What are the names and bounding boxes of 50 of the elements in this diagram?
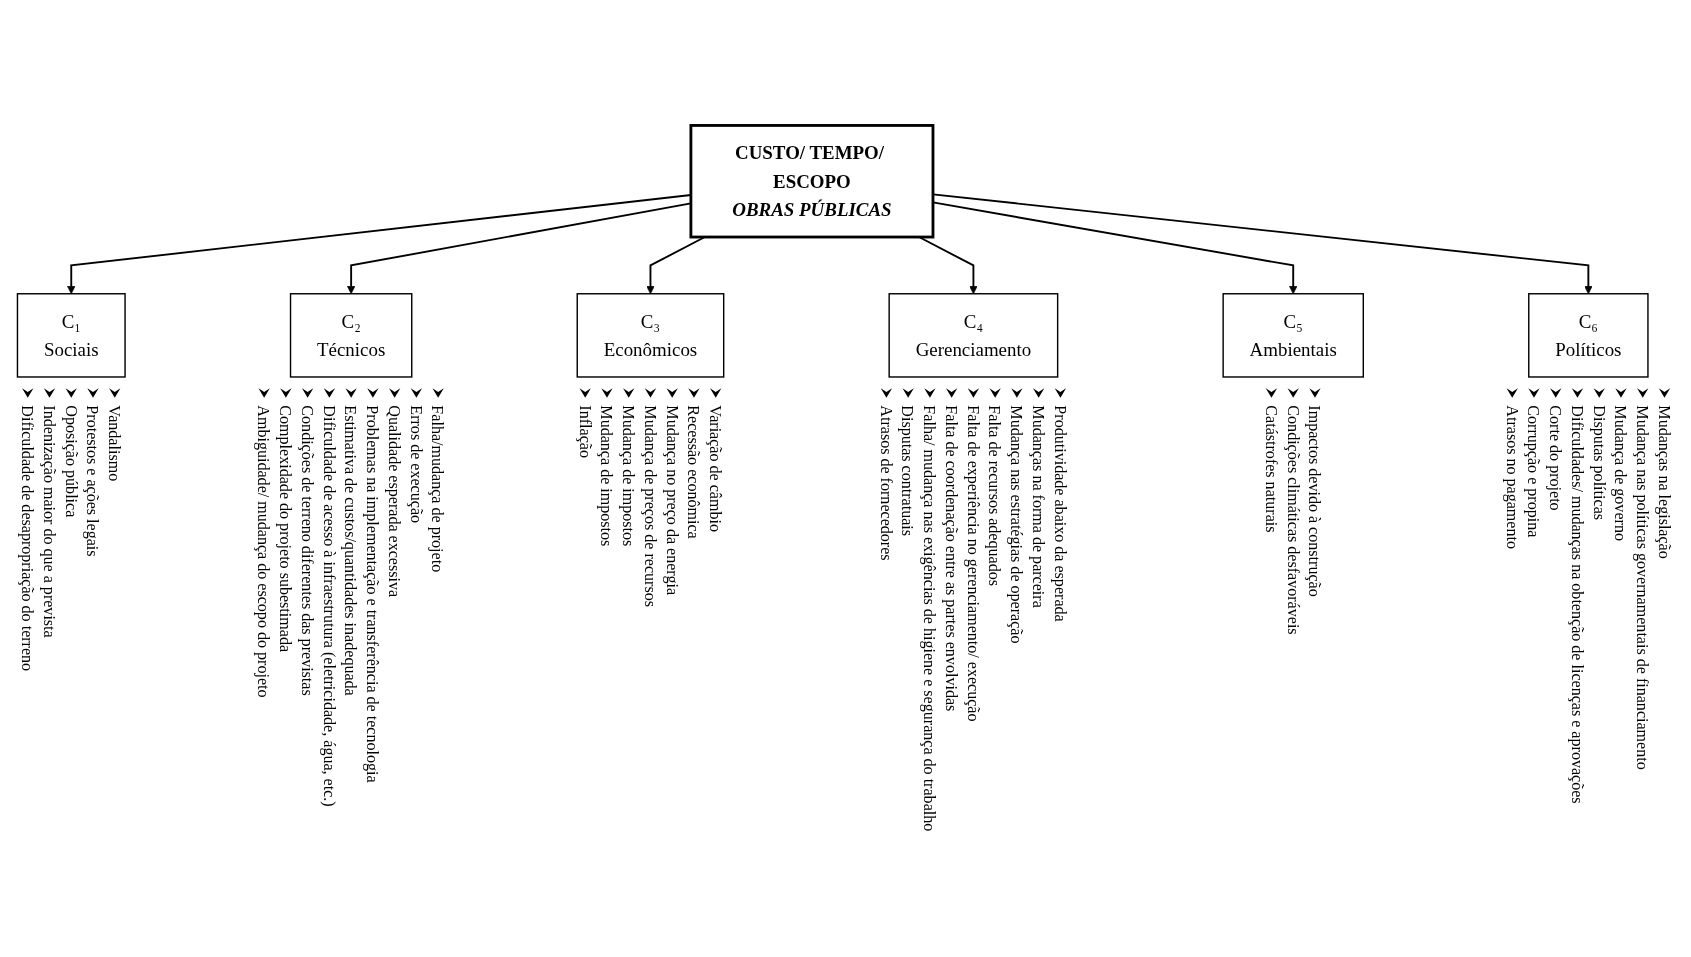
list-item-text: Ambiguidade/ mudança do escopo do projeto bbox=[255, 405, 273, 698]
list-item-text: Complexidade do projeto subestimada bbox=[277, 405, 295, 653]
list-item-text: Mudança de impostos bbox=[598, 405, 616, 547]
list-item-text: Corte do projeto bbox=[1547, 405, 1565, 511]
list-item-text: Vandalismo bbox=[106, 405, 124, 482]
list-item-text: Problemas na implementação e transferência de tecnologia bbox=[364, 405, 382, 783]
node-box: C₅ Ambientais bbox=[1222, 293, 1364, 378]
list-item-text: Mudança nas estratégias de operação bbox=[1008, 405, 1026, 644]
node-box: C₆ Políticos bbox=[1528, 293, 1649, 378]
list-item-text: Condições climáticas desfavoráveis bbox=[1284, 405, 1302, 635]
list-item-text: Corrupção e propina bbox=[1525, 405, 1543, 538]
node-box: C₃ Econômicos bbox=[576, 293, 725, 378]
list-item-text: Catástrofes naturais bbox=[1262, 405, 1280, 533]
node-box: C₂ Técnicos bbox=[289, 293, 413, 378]
list-item-text: Dificuldades/ mudanças na obtenção de licenças e aprovações bbox=[1568, 405, 1586, 804]
list-item-text: Erros de execução bbox=[407, 405, 425, 524]
list-item-text: Qualidade esperada excessiva bbox=[385, 405, 403, 598]
list-item-text: Falta de experiência no gerenciamento/ execução bbox=[964, 405, 982, 722]
list-item-text: Variação de câmbio bbox=[707, 405, 725, 532]
list-item-text: Falta de recursos adequados bbox=[986, 405, 1004, 586]
list-item-text: Mudança de impostos bbox=[620, 405, 638, 547]
node-box: C₁ Sociais bbox=[16, 293, 126, 378]
list-item-text: Mudança de governo bbox=[1612, 405, 1630, 541]
list-item-text: Disputas políticas bbox=[1590, 405, 1608, 520]
list-item-text: Inflação bbox=[576, 405, 594, 458]
list-item-text: Falta de coordenação entre as partes envolvidas bbox=[943, 405, 960, 712]
arrow bbox=[932, 201, 1298, 295]
list-item-text: Mudanças na forma de parceira bbox=[1030, 405, 1047, 608]
list-item-text: Produtividade abaixo da esperada bbox=[1051, 405, 1069, 622]
list-item-text: Falha/mudança de projeto bbox=[429, 405, 447, 573]
list-item-text: Falha/ mudança nas exigências de higiene e segurança do trabalho bbox=[921, 405, 939, 832]
list-item-text: Estimativa de custos/quantidades inadequada bbox=[342, 405, 360, 696]
list-item-text: Mudança no preço da energia bbox=[663, 405, 681, 596]
list-item-text: Disputas contratuais bbox=[899, 405, 917, 537]
list-item-text: Impactos devido à construção bbox=[1306, 405, 1324, 597]
list-item-text: Mudanças na legislação bbox=[1655, 405, 1673, 559]
list-item-text: Oposição pública bbox=[62, 405, 80, 518]
list-item-text: Atrasos no pagamento bbox=[1503, 405, 1521, 549]
node-box: C₄ Gerenciamento bbox=[888, 293, 1059, 378]
list-item-text: Recessão econômica bbox=[685, 405, 703, 539]
list-item-text: Dificuldade de desapropriação do terreno bbox=[19, 405, 37, 672]
list-item-text: Protestos e ações legais bbox=[84, 405, 102, 557]
list-item-text: Mudança de preços de recursos bbox=[641, 405, 659, 607]
list-item-text: Dificuldade de acesso à infraestrutura (eletricidade, água, etc.) bbox=[320, 405, 338, 807]
node-box: CUSTO/ TEMPO/ ESCOPO OBRAS PÚBLICAS bbox=[689, 124, 935, 239]
arrow bbox=[932, 193, 1593, 295]
list-item-text: Indenização maior do que a prevista bbox=[40, 405, 58, 638]
list-item-text: Condições de terreno diferentes das previstas bbox=[298, 405, 316, 696]
list-item-text: Mudança nas políticas governamentais de financiamento bbox=[1634, 405, 1652, 770]
list-item-text: Atrasos de fornecedores bbox=[877, 405, 895, 561]
